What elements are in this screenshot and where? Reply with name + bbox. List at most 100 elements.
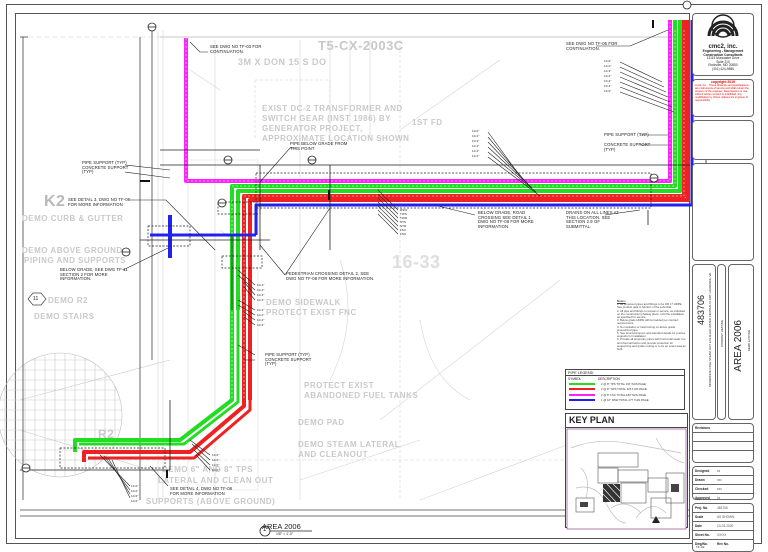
callout-text: CROSSING SEE DETAIL 1	[478, 214, 531, 220]
company-phone: (301) 424-9856	[712, 66, 734, 71]
callout-text: THIS LOCATION. SEE	[566, 214, 611, 220]
bg-demo-stairs: DEMO STAIRS	[34, 312, 95, 321]
pipe-tag: 10.2"	[472, 154, 480, 158]
pipe-tags-top-right: 10.0" 10.2" 10.3" 10.2" 10.2" 10.2" 10.0…	[604, 59, 611, 94]
callout-text: PIPE SUPPORT (TYP)	[265, 352, 310, 357]
copyright-text: cmc2, Inc. - These drawings and specific…	[695, 84, 749, 102]
company-address-2: Suite 210	[716, 59, 730, 64]
legend-swatch-blue	[569, 399, 595, 402]
legend-row-rsw: 1 @ 10" RSW TOTAL 277 THIS PAGE	[566, 398, 684, 404]
pipe-tag: 10.4"	[257, 308, 265, 312]
pipe-tag: 10.0"	[131, 484, 139, 488]
bg-grid-16-33: 16-33	[392, 252, 441, 272]
pipe-tag: 10.4"	[257, 313, 265, 317]
pipe-tag: 10.4"	[257, 283, 265, 287]
legend-description: 2 @ 8" FSC TOTAL 180 THIS PAGE	[601, 392, 647, 397]
bg-demo-pad: DEMO PAD	[298, 418, 345, 427]
callout-text: DWG NO TF-08 FOR MORE	[478, 219, 534, 225]
signoff-label: Checked	[695, 487, 709, 491]
view-scale: 1/8" = 1'-0"	[276, 532, 294, 536]
project-number: 483706	[696, 295, 706, 326]
callout-text: INFORMATION.	[60, 276, 92, 282]
pipe-tag: 10.2"	[604, 79, 612, 83]
company-logo-box: cmc2, inc. Engineering - Management Cons…	[692, 13, 754, 76]
revision-row	[693, 451, 753, 459]
callout-text: SEE DWG NO TF-03 FOR	[210, 44, 262, 49]
hex-marker-number: 11	[33, 296, 39, 302]
callout-text: (TYP)	[265, 361, 277, 367]
callout-text: (TYP)	[604, 146, 616, 152]
pipe-tag: STR	[400, 224, 407, 228]
callout-detail-4: SEE DETAIL 4, DWG NO TF-08 FOR MORE INFO…	[170, 486, 232, 496]
pipe-tag: 10.0"	[604, 59, 612, 63]
key-plan: KEY PLAN	[565, 413, 688, 530]
copyright-box: copyright 2019 cmc2, Inc. - These drawin…	[692, 79, 754, 117]
dwg-number: TF-02	[696, 545, 705, 549]
callout-text: SEE DWG NO TF-05 FOR	[566, 41, 618, 46]
note-item: 1. All proposed pipes and fittings to be…	[617, 302, 683, 310]
dwg-label: Dwg/No.	[695, 542, 708, 546]
callout-text: (TYP)	[82, 169, 94, 175]
callout-pipe-support-left: PIPE SUPPORT (TYP) CONCRETE SUPPORT (TYP…	[82, 160, 129, 175]
pipe-tags-bottom-left: 10.0" 10.0" 10.0" 10.0"	[131, 484, 138, 504]
callout-text: CONTINUATION.	[210, 48, 245, 54]
pipe-tag: 10.3"	[472, 139, 480, 143]
bg-k2: K2	[44, 193, 66, 210]
callout-text: FOR MORE INFORMATION	[68, 201, 123, 207]
area-strip: AREA 2006 DEMO & PIPING	[728, 264, 754, 420]
seal-box	[692, 163, 754, 261]
info-label: Date	[695, 524, 702, 528]
callout-pedestrian-crossing: PEDESTRIAN CROSSING DETAIL 2, SEE DWG NO…	[286, 271, 374, 281]
bg-demo-curb: DEMO CURB & GUTTER	[22, 214, 124, 223]
callout-text: THIS POINT	[290, 145, 315, 151]
pipe-legend: PIPE LEGEND SYMBOL DESCRIPTION 2 @ 8" TP…	[565, 369, 685, 410]
drawing-frame	[15, 13, 690, 539]
legend-swatch-green	[569, 382, 595, 385]
bg-demo-piping-1: DEMO ABOVE GROUND	[22, 246, 123, 255]
legend-swatch-magenta	[569, 393, 595, 396]
title-block: cmc2, inc. Engineering - Management Cons…	[690, 13, 756, 552]
note-item: 6. Provide all temporary pipes with hori…	[617, 337, 686, 352]
pipe-tag: 10.4"	[257, 298, 265, 302]
callout-pipe-support-right: PIPE SUPPORT (TYP)	[604, 132, 649, 138]
callout-road-crossing: BELOW GRADE, ROAD CROSSING SEE DETAIL 1 …	[478, 210, 534, 229]
pipe-tag: 10.0"	[131, 499, 139, 503]
legend-swatch-red	[569, 388, 595, 391]
note-item: 2. All pipe and fittings to remain in se…	[617, 308, 685, 320]
pipe-tag: 10.2"	[472, 144, 480, 148]
pipe-tag: RSW	[400, 208, 408, 212]
info-label: Scale	[695, 515, 704, 519]
pipe-tag: 10.4"	[257, 293, 265, 297]
notes-heading: Notes:	[617, 299, 626, 303]
bg-first-floor: 1ST FD	[412, 118, 443, 127]
sheet-area: AREA 2006	[733, 320, 744, 372]
pipe-tag: TWS	[400, 212, 407, 216]
signoff-label: Drawn	[695, 478, 705, 482]
pipe-tag: 10.2"	[472, 149, 480, 153]
pipe-tag: 10.0"	[131, 489, 139, 493]
legend-col-description: DESCRIPTION	[598, 376, 620, 381]
pipe-tag: 10.2"	[472, 134, 480, 138]
copyright-title: copyright 2019	[711, 80, 735, 84]
project-name-strip: 483706 MODERNIZE COLE STEAM, HOT & CHILL…	[692, 264, 716, 420]
bg-demo-sidewalk: DEMO SIDEWALK	[266, 298, 341, 307]
info-label: Proj. No.	[695, 506, 709, 510]
signoff-value: xx	[717, 469, 721, 473]
bg-transformer-1: EXIST DC-2 TRANSFORMER AND	[262, 104, 403, 113]
callout-concrete-support-right: CONCRETE SUPPORT (TYP)	[604, 142, 650, 152]
pipe-tag: 10.0"	[212, 458, 220, 462]
bg-building-id: T5-CX-2003C	[318, 38, 404, 53]
info-value: 483706	[717, 506, 728, 510]
pipe-tag: 10.2"	[604, 84, 612, 88]
bg-protect-tanks-2: ABANDONED FUEL TANKS	[304, 391, 419, 400]
signoff-value: xx	[717, 496, 721, 500]
hex-marker	[27, 292, 47, 306]
company-tagline-1: Engineering - Management	[702, 49, 744, 53]
callout-text: CONCRETE SUPPORT	[82, 164, 129, 170]
info-proj-no: Proj. No. 483706	[693, 504, 753, 513]
callout-text: SUBMITTAL.	[566, 223, 592, 229]
